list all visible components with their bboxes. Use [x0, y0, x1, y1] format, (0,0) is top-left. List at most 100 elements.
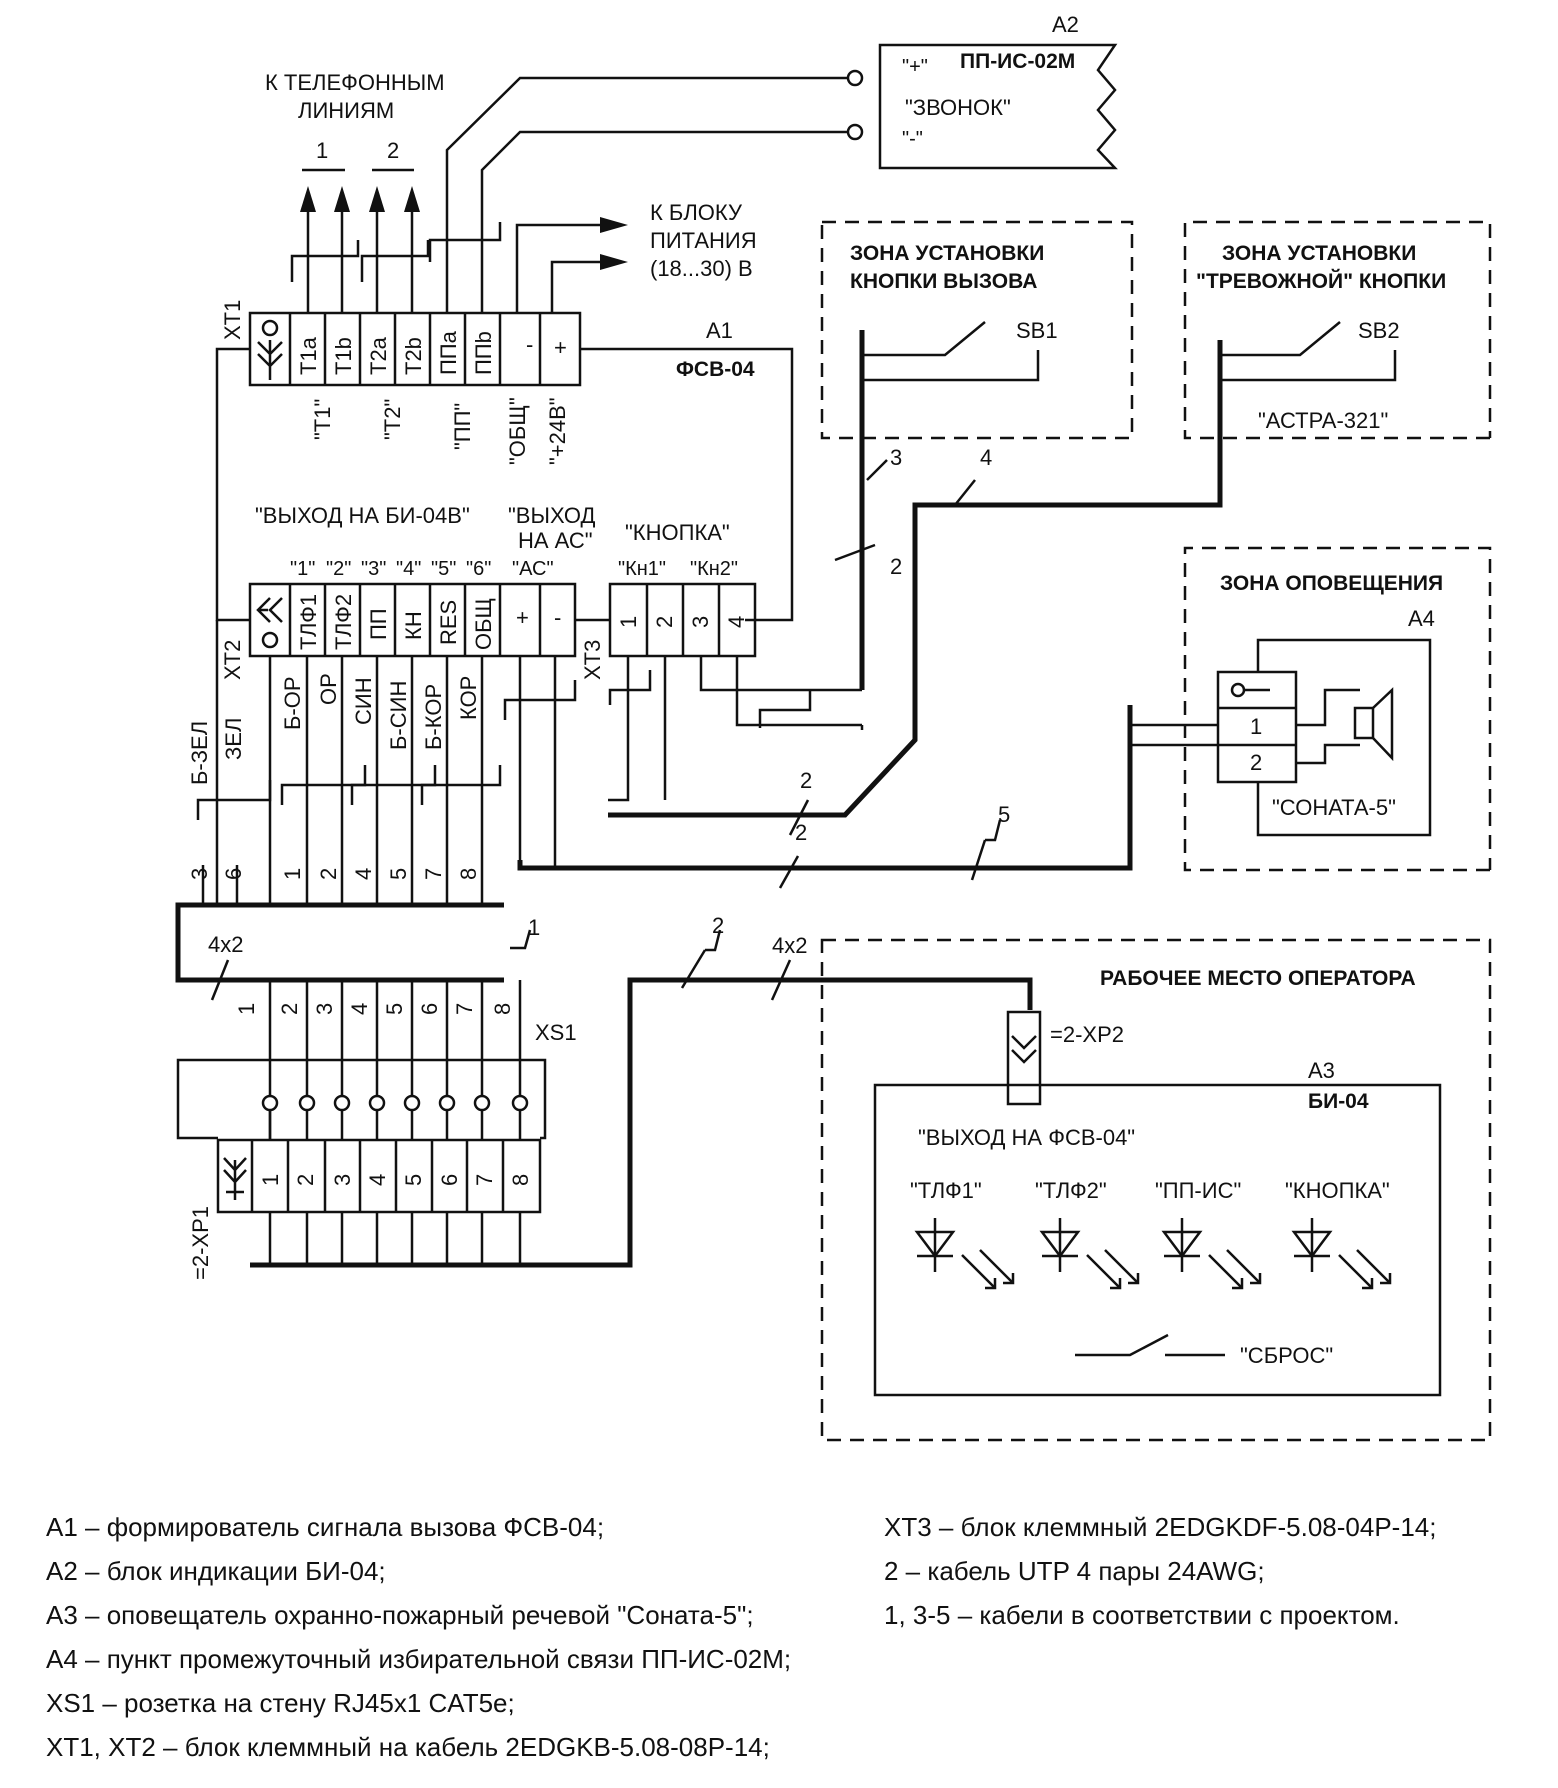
a3-block — [873, 1083, 1442, 1397]
cable-2-utp — [250, 929, 1033, 1268]
xt2-wire-label: КОР — [456, 676, 481, 720]
zone-operator-title: РАБОЧЕЕ МЕСТО ОПЕРАТОРА — [1100, 967, 1416, 990]
xt1-terminal-labels: T1a T1b T2a T2b ППa ППb - + — [296, 330, 567, 375]
sb2-label: SB2 — [1358, 318, 1400, 343]
cable4-number: 4 — [980, 445, 992, 470]
xs1-pin: 2 — [277, 1003, 302, 1015]
xs1-pin-numbers: 1 2 3 4 5 6 7 8 — [234, 1003, 515, 1015]
ac-label: "АС" — [512, 558, 554, 580]
xp2-plug — [1006, 1010, 1042, 1106]
button-group-caption: "КНОПКА" — [625, 520, 730, 545]
a2-term-plus: "+" — [902, 56, 928, 78]
xt2-pin: 1 — [280, 868, 305, 880]
legend-item: 1, 3-5 – кабели в соответствии с проекто… — [884, 1600, 1400, 1630]
xs1-pin: 6 — [417, 1003, 442, 1015]
legend: А1 – формирователь сигнала вызова ФСВ-04… — [46, 1505, 1516, 1775]
zone-alarm-title-2: "ТРЕВОЖНОЙ" КНОПКИ — [1196, 269, 1446, 293]
xt2-terminal-label: ПП — [366, 608, 391, 640]
xt1-terminal-label: ППb — [471, 331, 496, 375]
xs1-pin: 4 — [347, 1003, 372, 1015]
cable2-pairs: 4x2 — [772, 933, 807, 958]
xt2-wires — [196, 620, 577, 905]
led-icon — [1161, 1218, 1262, 1290]
xt2-terminal-label: ТЛФ2 — [331, 594, 356, 650]
xs1-terminal-label: 3 — [330, 1174, 355, 1186]
a4-speaker — [1216, 638, 1432, 837]
power-caption-3: (18...30) В — [650, 256, 753, 281]
a2-contact-plus — [846, 69, 864, 87]
xp2-label: =2-XP2 — [1050, 1022, 1124, 1047]
cable2-number-bottom: 2 — [712, 913, 724, 938]
xt2-pin-numbers: 3 6 1 2 4 5 7 8 — [187, 868, 481, 880]
a3-led-label: "КНОПКА" — [1285, 1178, 1390, 1203]
xt2-number: "3" — [361, 558, 386, 580]
power-caption-2: ПИТАНИЯ — [650, 228, 757, 253]
xt2-pin: 3 — [187, 868, 212, 880]
xt1-wires — [215, 76, 848, 622]
cable3-number: 3 — [890, 445, 902, 470]
reset-switch — [1075, 1333, 1225, 1357]
cable1-number: 1 — [528, 915, 540, 940]
xt2-number: "5" — [431, 558, 456, 580]
xt2-terminal-label: + — [516, 605, 529, 630]
xt1-terminal-label: T1a — [296, 336, 321, 375]
xt2-terminal-label: ОБЩ — [471, 598, 496, 650]
xt3-wires — [608, 330, 1223, 836]
zone-alarm-button-frame — [1183, 220, 1492, 440]
zone-notification-title: ЗОНА ОПОВЕЩЕНИЯ — [1220, 572, 1443, 595]
button-label-2: "Кн2" — [690, 558, 738, 580]
legend-item: XS1 – розетка на стену RJ45x1 CAT5e; — [46, 1688, 515, 1718]
zone-alarm-title-1: ЗОНА УСТАНОВКИ — [1222, 242, 1416, 265]
a3-output-caption: "ВЫХОД НА ФСВ-04" — [918, 1125, 1135, 1150]
xt2-wire-label: ЗЕЛ — [221, 718, 246, 760]
cable-5 — [517, 705, 1218, 889]
a2-name: ПП-ИС-02М — [960, 50, 1075, 73]
xt1-ref: XT1 — [220, 300, 245, 340]
xt2-terminal-label: - — [554, 605, 561, 630]
xt3-ref: XT3 — [580, 640, 605, 680]
xt2-number-captions: "1" "2" "3" "4" "5" "6" "АС" "Кн1" "Кн2" — [290, 558, 738, 580]
xs1-pin: 3 — [312, 1003, 337, 1015]
zone-notification-frame — [1183, 546, 1492, 872]
xt2-terminal-label: RES — [436, 600, 461, 645]
zone-call-button-frame — [820, 220, 1134, 440]
xt3-terminal-labels: 1 2 3 4 — [616, 616, 749, 628]
a3-leds — [914, 1218, 1392, 1357]
legend-item: XT1, XT2 – блок клеммный на кабель 2EDGK… — [46, 1732, 770, 1762]
a2-contact-minus — [846, 123, 864, 141]
xt2-number: "4" — [396, 558, 421, 580]
cable5-number: 5 — [998, 802, 1010, 827]
legend-item: А4 – пункт промежуточный избирательной с… — [46, 1644, 792, 1674]
zone-call-title-2: КНОПКИ ВЫЗОВА — [850, 270, 1037, 293]
a3-led-labels: "ТЛФ1" "ТЛФ2" "ПП-ИС" "КНОПКА" — [910, 1178, 1390, 1203]
xt1-terminal-label: T1b — [331, 337, 356, 375]
xt2-number: "6" — [466, 558, 491, 580]
legend-column-left: А1 – формирователь сигнала вызова ФСВ-04… — [46, 1505, 791, 1769]
legend-item: А1 – формирователь сигнала вызова ФСВ-04… — [46, 1512, 605, 1542]
a3-led-label: "ПП-ИС" — [1155, 1178, 1241, 1203]
a1-name: ФСВ-04 — [676, 358, 755, 381]
legend-item: А3 – оповещатель охранно-пожарный речево… — [46, 1600, 754, 1630]
cable2-number-mid: 2 — [890, 554, 902, 579]
led-icon — [1039, 1218, 1140, 1290]
astra-label: "АСТРА-321" — [1258, 408, 1388, 433]
legend-item: 2 – кабель UTP 4 пары 24AWG; — [884, 1556, 1265, 1586]
xt1-signal-t2: "T2" — [380, 399, 405, 440]
xt2-terminal-label: КН — [401, 611, 426, 640]
xt1-signal-t1: "T1" — [310, 399, 335, 440]
zone-operator-frame — [820, 938, 1492, 1442]
xt3-terminal-label: 4 — [724, 616, 749, 628]
xs1-pin: 1 — [234, 1003, 259, 1015]
cable1-pairs: 4x2 — [208, 932, 243, 957]
a2-ref: A2 — [1052, 12, 1079, 37]
xt2-pin: 8 — [456, 868, 481, 880]
cable2-number-lower: 2 — [795, 820, 807, 845]
xs1-pin: 8 — [490, 1003, 515, 1015]
xt1-terminal-label: - — [526, 332, 533, 357]
a1-ref: A1 — [706, 318, 733, 343]
xt3-terminal-block — [575, 582, 757, 658]
a3-ref: A3 — [1308, 1058, 1335, 1083]
xt1-terminal-label: T2b — [401, 337, 426, 375]
a4-pin-1: 1 — [1250, 714, 1262, 739]
xt2-number: "1" — [290, 558, 315, 580]
